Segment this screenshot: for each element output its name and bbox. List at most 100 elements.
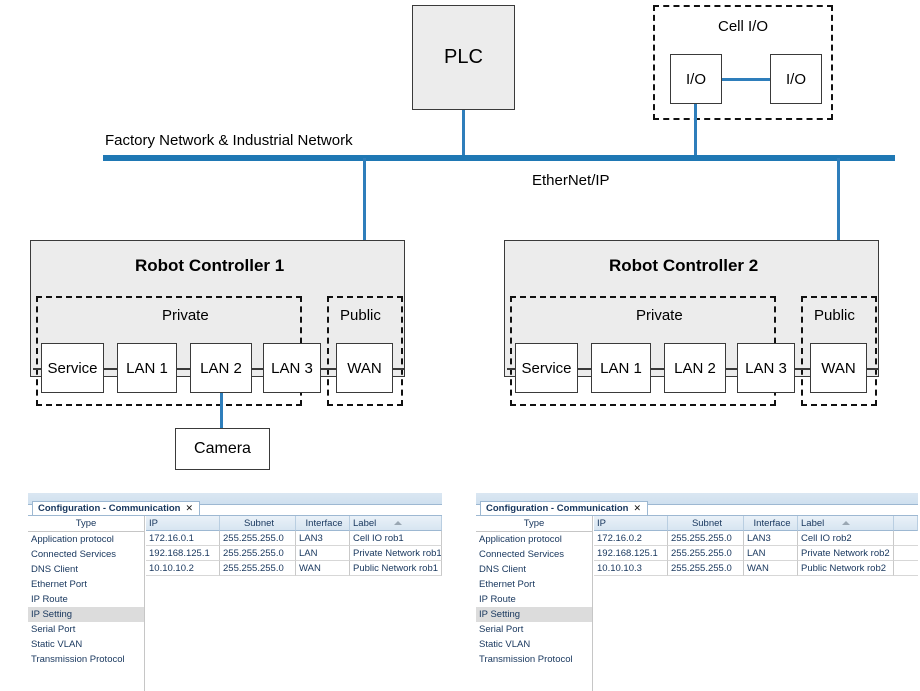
controller-2-port-lan2-label: LAN 2 [674,359,716,377]
column-header-label[interactable]: Label [350,516,442,531]
cell-ip: 10.10.10.3 [594,561,668,576]
controller-1-public-zone [327,296,403,406]
cell-subnet: 255.255.255.0 [668,531,744,546]
controller-2-port-service: Service [515,343,578,393]
close-icon[interactable]: ✕ [633,503,642,513]
ip-settings-table: IP Subnet Interface Label 172.16.0.1 255… [146,516,442,576]
tab-configuration-communication[interactable]: Configuration - Communication ✕ [32,501,201,515]
bus-protocol-label: EtherNet/IP [532,172,610,189]
sidebar-item-static-vlan[interactable]: Static VLAN [31,639,83,650]
type-sidebar-header: Type [476,516,592,532]
column-header-ip[interactable]: IP [594,516,668,531]
controller-2-public-label: Public [814,307,855,324]
type-sidebar: Type Application protocol Connected Serv… [476,516,593,691]
cell-label: Public Network rob1 [350,561,442,576]
plc-node: PLC [412,5,515,110]
table-row[interactable]: 192.168.125.1 255.255.255.0 LAN Private … [594,546,918,561]
sidebar-item-dns-client[interactable]: DNS Client [479,564,526,575]
controller-1-public-label: Public [340,307,381,324]
sidebar-item-dns-client[interactable]: DNS Client [31,564,78,575]
sidebar-item-application-protocol[interactable]: Application protocol [479,534,562,545]
sidebar-item-ethernet-port[interactable]: Ethernet Port [31,579,87,590]
column-header-subnet[interactable]: Subnet [220,516,296,531]
tab-configuration-communication[interactable]: Configuration - Communication ✕ [480,501,649,515]
tab-label: Configuration - Communication [486,503,629,514]
sidebar-item-ip-route[interactable]: IP Route [31,594,68,605]
camera-node: Camera [175,428,270,470]
sidebar-item-ethernet-port[interactable]: Ethernet Port [479,579,535,590]
table-header-row: IP Subnet Interface Label [594,516,918,531]
sort-ascending-icon [842,521,851,525]
cell-ip: 192.168.125.1 [594,546,668,561]
cell-interface: WAN [744,561,798,576]
cell-io-node-2-label: I/O [785,70,806,88]
plc-bus-link [462,110,465,158]
sidebar-item-ip-route[interactable]: IP Route [479,594,516,605]
cell-subnet: 255.255.255.0 [668,561,744,576]
table-row[interactable]: 172.16.0.2 255.255.255.0 LAN3 Cell IO ro… [594,531,918,546]
cell-ip: 10.10.10.2 [146,561,220,576]
close-icon[interactable]: ✕ [185,503,194,513]
tab-label: Configuration - Communication [38,503,181,514]
cell-interface: WAN [296,561,350,576]
robot-controller-2-title: Robot Controller 2 [609,256,759,275]
sidebar-item-serial-port[interactable]: Serial Port [31,624,76,635]
bus-title: Factory Network & Industrial Network [105,132,353,149]
table-header-row: IP Subnet Interface Label [146,516,442,531]
controller-1-port-lan2: LAN 2 [190,343,252,393]
sidebar-item-connected-services[interactable]: Connected Services [31,549,117,560]
sidebar-item-ip-setting[interactable]: IP Setting [28,607,144,622]
cell-label: Public Network rob2 [798,561,894,576]
controller-1-port-lan1: LAN 1 [117,343,177,393]
sidebar-item-application-protocol[interactable]: Application protocol [31,534,114,545]
column-header-interface[interactable]: Interface [744,516,798,531]
sidebar-item-serial-port[interactable]: Serial Port [479,624,524,635]
network-bus [103,155,895,161]
cell-io-node-1-label: I/O [685,70,706,88]
cell-io-title: Cell I/O [718,18,769,35]
sidebar-item-transmission-protocol[interactable]: Transmission Protocol [479,654,573,665]
cell-ip: 192.168.125.1 [146,546,220,561]
column-header-ip[interactable]: IP [146,516,220,531]
controller-1-port-lan2-label: LAN 2 [200,359,242,377]
cell-interface: LAN [744,546,798,561]
controller-2-port-lan3-label: LAN 3 [745,359,787,377]
cell-interface: LAN [296,546,350,561]
column-header-interface[interactable]: Interface [296,516,350,531]
cell-filler [894,561,918,576]
column-header-label[interactable]: Label [798,516,894,531]
camera-link [220,393,223,428]
sidebar-item-transmission-protocol[interactable]: Transmission Protocol [31,654,125,665]
column-header-subnet[interactable]: Subnet [668,516,744,531]
table-row[interactable]: 192.168.125.1 255.255.255.0 LAN Private … [146,546,442,561]
tab-strip-underline [28,515,442,516]
controller-2-port-service-label: Service [521,359,572,377]
cell-filler [894,531,918,546]
ip-settings-table: IP Subnet Interface Label 172.16.0.2 255… [594,516,918,576]
type-sidebar: Type Application protocol Connected Serv… [28,516,145,691]
column-header-label-text: Label [353,517,377,529]
sidebar-item-ip-setting[interactable]: IP Setting [476,607,592,622]
cell-interface: LAN3 [744,531,798,546]
controller-1-port-service-label: Service [47,359,98,377]
table-row[interactable]: 10.10.10.3 255.255.255.0 WAN Public Netw… [594,561,918,576]
column-header-label-text: Label [801,517,825,529]
robot-controller-1-title: Robot Controller 1 [135,256,285,275]
controller-2-port-wan-label: WAN [821,359,856,377]
tab-strip-underline [476,515,918,516]
cell-io-group [653,5,833,120]
table-row[interactable]: 10.10.10.2 255.255.255.0 WAN Public Netw… [146,561,442,576]
sidebar-item-static-vlan[interactable]: Static VLAN [479,639,531,650]
controller-2-port-lan3: LAN 3 [737,343,795,393]
controller-2-port-wan: WAN [810,343,867,393]
cell-io-interlink [722,78,770,81]
controller-1-port-wan: WAN [336,343,393,393]
cell-label: Cell IO rob2 [798,531,894,546]
controller-2-private-label: Private [636,307,683,324]
sidebar-item-connected-services[interactable]: Connected Services [479,549,565,560]
controller-2-port-lan2: LAN 2 [664,343,726,393]
cell-io-bus-link [694,104,697,158]
table-row[interactable]: 172.16.0.1 255.255.255.0 LAN3 Cell IO ro… [146,531,442,546]
cell-ip: 172.16.0.2 [594,531,668,546]
plc-label: PLC [444,46,483,68]
